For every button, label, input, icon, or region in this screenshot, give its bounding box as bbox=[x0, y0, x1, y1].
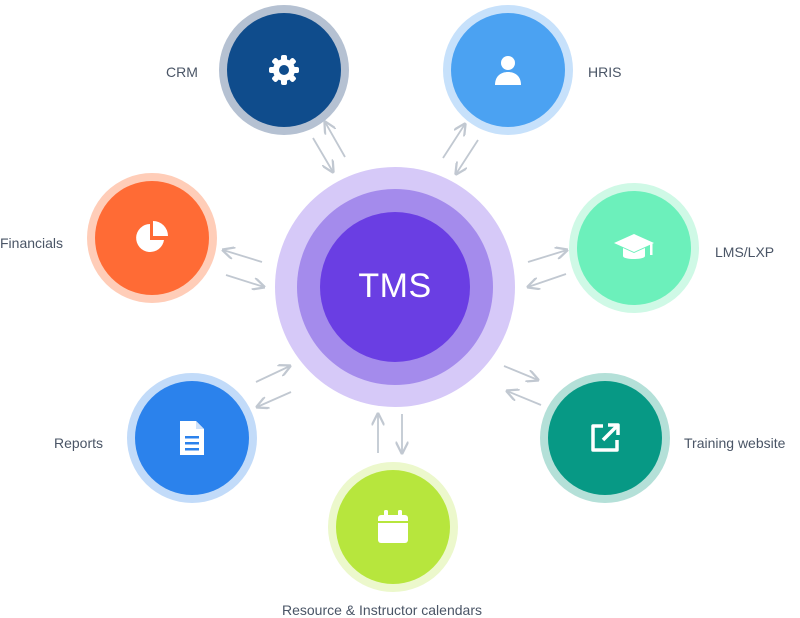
arrow-crm-out bbox=[325, 122, 346, 158]
calendars-node[interactable] bbox=[328, 462, 458, 592]
crm-node[interactable] bbox=[219, 5, 349, 135]
tms-inner-circle bbox=[320, 212, 470, 362]
arrow-training-in bbox=[507, 391, 542, 406]
reports-label: Reports bbox=[54, 435, 104, 451]
arrow-reports-in bbox=[257, 391, 292, 407]
arrow-financials-out bbox=[223, 250, 263, 263]
arrow-reports-out bbox=[255, 366, 290, 383]
calendar-icon bbox=[378, 510, 408, 543]
hris-label: HRIS bbox=[588, 64, 622, 80]
lms-node[interactable] bbox=[569, 183, 699, 313]
gear-icon bbox=[269, 55, 299, 85]
arrow-lms-in bbox=[528, 273, 567, 287]
training-website-node[interactable] bbox=[540, 373, 670, 503]
arrow-hris-in bbox=[456, 139, 479, 174]
training-website-label: Training website bbox=[684, 435, 786, 451]
lms-label: LMS/LXP bbox=[715, 244, 775, 260]
arrow-lms-out bbox=[527, 250, 567, 263]
reports-node[interactable] bbox=[127, 373, 257, 503]
graduation-cap-icon bbox=[614, 234, 654, 259]
arrow-hris-out bbox=[442, 124, 465, 159]
arrow-training-out bbox=[503, 365, 538, 380]
hris-node[interactable] bbox=[443, 5, 573, 135]
financials-node[interactable] bbox=[87, 173, 217, 303]
arrow-financials-in bbox=[225, 274, 264, 287]
external-link-icon bbox=[591, 423, 620, 452]
arrow-crm-in bbox=[312, 137, 333, 172]
crm-label: CRM bbox=[166, 64, 198, 80]
calendars-label: Resource & Instructor calendars bbox=[282, 602, 482, 618]
user-icon bbox=[495, 56, 521, 85]
tms-label: TMS bbox=[358, 267, 432, 305]
document-icon bbox=[180, 421, 204, 455]
pie-chart-icon bbox=[136, 221, 168, 252]
financials-label: Financials bbox=[0, 235, 64, 251]
